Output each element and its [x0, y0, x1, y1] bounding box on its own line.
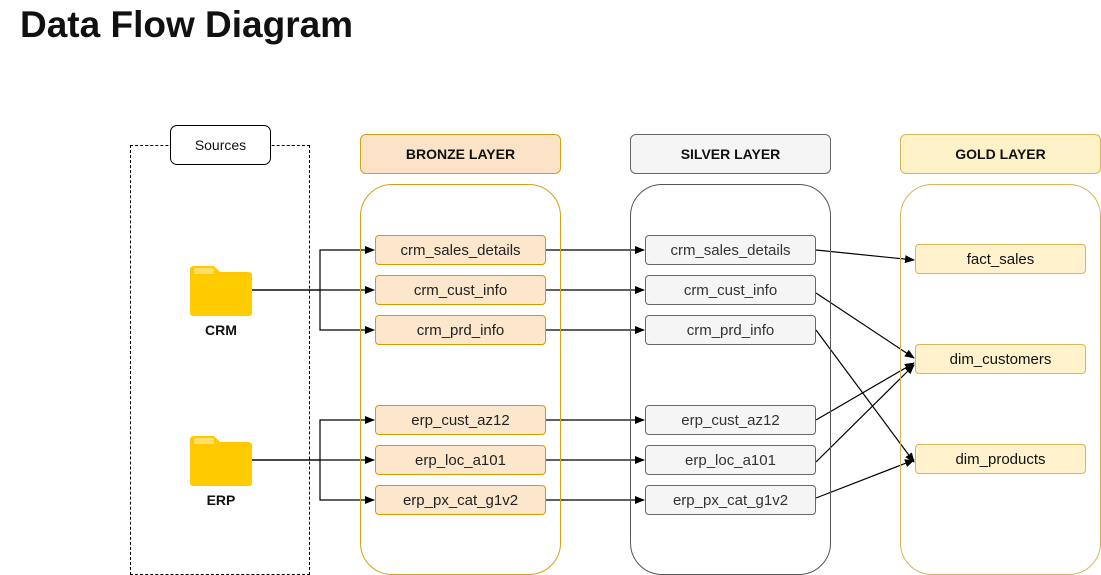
gold-table-dim-products: dim_products: [915, 444, 1086, 474]
arrow-erp-to-erp-px-cat-g1v2: [319, 460, 375, 504]
silver-layer-header: SILVER LAYER: [630, 134, 831, 174]
gold-table-fact-sales: fact_sales: [915, 244, 1086, 274]
arrow-crm-to-crm-prd-info: [319, 290, 375, 334]
bronze-table-crm-prd-info: crm_prd_info: [375, 315, 546, 345]
silver-table-erp-cust-az12: erp_cust_az12: [645, 405, 816, 435]
folder-icon: [190, 266, 252, 316]
arrow-px-cat-to-dim-products: [815, 459, 915, 499]
silver-table-crm-prd-info: crm_prd_info: [645, 315, 816, 345]
sources-label: Sources: [170, 125, 271, 165]
silver-table-crm-sales-details: crm_sales_details: [645, 235, 816, 265]
bronze-table-crm-cust-info: crm_cust_info: [375, 275, 546, 305]
bronze-table-erp-loc-a101: erp_loc_a101: [375, 445, 546, 475]
silver-table-erp-px-cat-g1v2: erp_px_cat_g1v2: [645, 485, 816, 515]
arrow-cust-az12-to-dim-customers: [815, 362, 915, 421]
silver-table-crm-cust-info: crm_cust_info: [645, 275, 816, 305]
folder-icon: [190, 436, 252, 486]
arrow-sales-to-fact-sales: [815, 249, 915, 264]
gold-layer-header: GOLD LAYER: [900, 134, 1101, 174]
bronze-table-erp-cust-az12: erp_cust_az12: [375, 405, 546, 435]
arrow-prd-info-to-dim-products: [815, 329, 915, 463]
gold-layer-container: [900, 184, 1101, 575]
bronze-table-crm-sales-details: crm_sales_details: [375, 235, 546, 265]
erp-source-label: ERP: [206, 492, 236, 508]
sources-container: [130, 145, 310, 575]
arrow-cust-info-to-dim-customers: [815, 292, 915, 359]
silver-table-erp-loc-a101: erp_loc_a101: [645, 445, 816, 475]
bronze-layer-header: BRONZE LAYER: [360, 134, 561, 174]
bronze-table-erp-px-cat-g1v2: erp_px_cat_g1v2: [375, 485, 546, 515]
page-title: Data Flow Diagram: [20, 4, 354, 45]
crm-source-label: CRM: [205, 322, 237, 338]
gold-table-dim-customers: dim_customers: [915, 344, 1086, 374]
arrow-loc-a101-to-dim-customers: [815, 364, 915, 463]
